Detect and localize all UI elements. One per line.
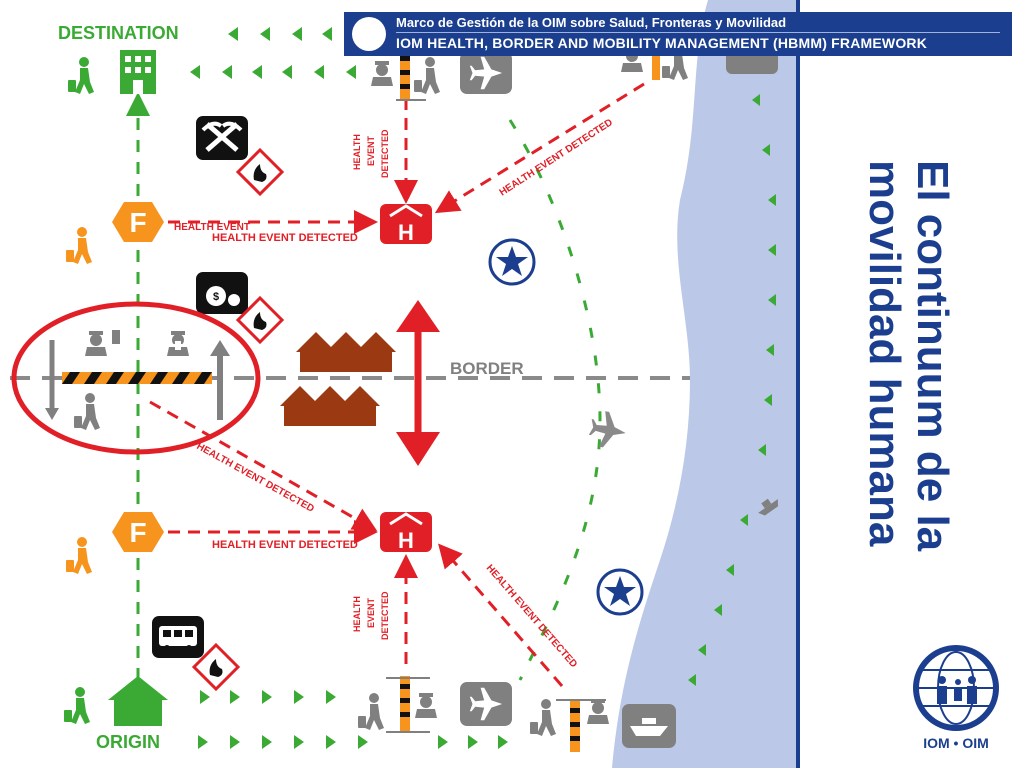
- ship-icon: [622, 704, 676, 748]
- health-event-arrow: [438, 543, 564, 687]
- health-event-label: HEALTH EVENT DETECTED: [498, 117, 615, 198]
- facility-bottom: F: [112, 512, 164, 552]
- house-icon: [108, 676, 168, 726]
- airport-checkpoint-bottom: [358, 676, 437, 733]
- vertical-health-event-label: HEALTH EVENT DETECTED: [352, 591, 390, 640]
- ship-icon: [726, 50, 778, 74]
- walking-traveler-icon: [74, 393, 100, 430]
- health-event-label: HEALTH EVENT DETECTED: [195, 441, 316, 515]
- air-route: [508, 119, 602, 681]
- iom-logo-caption: IOM • OIM: [923, 735, 989, 751]
- svg-text:DETECTED: DETECTED: [380, 591, 390, 640]
- ship-icon: [758, 498, 778, 516]
- airplane-icon: [587, 409, 629, 451]
- mining-tools-icon: [196, 116, 248, 160]
- facility-top: F: [112, 202, 164, 242]
- seaport-checkpoint-bottom: [530, 699, 609, 752]
- star-emblem-icon: [596, 568, 644, 616]
- svg-text:$: $: [213, 291, 219, 303]
- route-top-arrows: [190, 27, 356, 79]
- svg-text:HEALTH: HEALTH: [352, 596, 362, 632]
- money-bag-icon: $: [196, 272, 248, 314]
- hospital-icon: H: [380, 204, 432, 245]
- border-crossing-highlight: [11, 301, 261, 455]
- mobility-diagram: BORDER DESTINATION ORIGIN F F: [10, 0, 796, 768]
- sea-route: [688, 94, 776, 686]
- iom-logo: IOM • OIM: [906, 644, 1006, 756]
- svg-text:EVENT: EVENT: [366, 135, 376, 166]
- entry-arrow: [210, 340, 230, 356]
- svg-text:DETECTED: DETECTED: [380, 129, 390, 178]
- sea-area: [612, 0, 796, 768]
- route-bottom-arrows: [198, 690, 508, 749]
- hazard-flame-icon: [191, 642, 241, 692]
- hazard-flame-icon: [235, 147, 285, 197]
- border-label: BORDER: [450, 359, 524, 378]
- side-title-line1: El continuum de la: [908, 160, 957, 552]
- svg-text:F: F: [129, 207, 146, 238]
- svg-text:H: H: [398, 220, 414, 245]
- svg-text:F: F: [129, 517, 146, 548]
- side-title-line2: movilidad humana: [860, 160, 909, 547]
- walking-traveler-icon: [68, 57, 94, 94]
- walking-traveler-icon: [66, 227, 92, 264]
- banner-title-es: Marco de Gestión de la OIM sobre Salud, …: [396, 15, 787, 30]
- walking-traveler-icon: [64, 687, 90, 724]
- walking-traveler-icon: [66, 537, 92, 574]
- hazard-flame-icon: [235, 295, 285, 345]
- iom-globe-icon: [352, 17, 386, 51]
- bus-icon: [152, 616, 204, 658]
- health-worker-icon: [167, 331, 189, 356]
- origin-label: ORIGIN: [96, 732, 160, 752]
- mobility-diagram-panel: BORDER DESTINATION ORIGIN F F: [10, 0, 800, 768]
- banner-title-en: IOM HEALTH, BORDER AND MOBILITY MANAGEME…: [396, 35, 928, 51]
- cross-border-double-arrow: [396, 300, 440, 466]
- banner-divider: [396, 32, 1000, 33]
- seaport-checkpoint-top: [621, 43, 688, 80]
- svg-text:H: H: [398, 528, 414, 553]
- star-emblem-icon: [488, 238, 536, 286]
- airport-checkpoint-top: [371, 48, 440, 101]
- framework-banner: Marco de Gestión de la OIM sobre Salud, …: [344, 12, 1012, 56]
- building-icon: [120, 50, 156, 94]
- health-event-arrow: [434, 82, 645, 214]
- health-event-arrow: [149, 400, 378, 531]
- border-barrier: [62, 372, 212, 384]
- health-event-label: HEALTH EVENT DETECTED: [212, 539, 358, 551]
- vertical-health-event-label: HEALTH EVENT DETECTED: [352, 129, 390, 178]
- svg-text:HEALTH: HEALTH: [352, 134, 362, 170]
- svg-text:EVENT: EVENT: [366, 597, 376, 628]
- health-event-label: HEALTH EVENT: [174, 222, 250, 233]
- officer-icon: [85, 331, 107, 356]
- airplane-icon: [460, 52, 512, 94]
- airplane-icon: [460, 682, 512, 726]
- hospital-icon: H: [380, 512, 432, 553]
- community-houses: [280, 332, 396, 426]
- health-event-label: HEALTH EVENT DETECTED: [212, 232, 358, 244]
- destination-label: DESTINATION: [58, 23, 179, 43]
